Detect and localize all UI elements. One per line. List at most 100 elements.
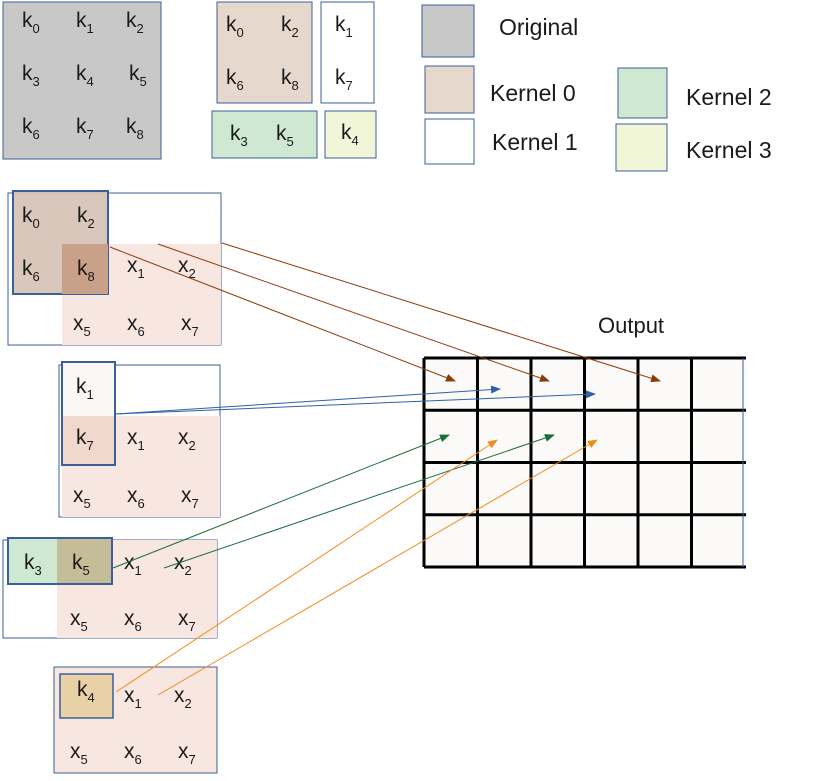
symbol-base: k [341,121,352,144]
output-grid: Output [422,313,746,569]
kernel3-cell: k4 [341,121,359,148]
symbol-base: x [70,607,81,630]
output-title: Output [598,313,664,338]
symbol-subscript: 7 [192,496,199,511]
input-cell: x6 [124,607,142,634]
kernel1-cell: k7 [335,66,353,93]
symbol-base: k [126,115,137,138]
kernel-window-cell: k7 [76,426,94,453]
kernel-window [7,537,113,585]
symbol-base: x [178,607,189,630]
symbol-subscript: 1 [87,387,94,402]
symbol-base: k [72,551,83,574]
symbol-subscript: 1 [135,696,142,711]
symbol-base: x [127,254,138,277]
overlap-cell [62,416,115,465]
symbol-base: k [126,9,137,32]
symbol-subscript: 5 [140,74,147,89]
symbol-base: x [73,312,84,335]
symbol-subscript: 7 [189,752,196,767]
symbol-base: x [127,312,138,335]
symbol-subscript: 7 [189,619,196,634]
kernel2-cell: k3 [230,122,248,149]
symbol-base: x [124,551,135,574]
symbol-base: x [127,426,138,449]
input-cell: x5 [70,740,88,767]
original-kernel-cell: k5 [129,62,147,89]
legend-label-kernel0: Kernel 0 [490,80,576,106]
symbol-base: k [77,204,88,227]
symbol-subscript: 1 [346,25,353,40]
kernel0-cell: k6 [226,66,244,93]
symbol-base: x [174,684,185,707]
symbol-base: k [22,62,33,85]
symbol-base: k [76,115,87,138]
symbol-base: k [22,9,33,32]
symbol-subscript: 2 [189,266,196,281]
symbol-base: k [129,62,140,85]
original-kernel-cell: k7 [76,115,94,142]
symbol-subscript: 5 [81,619,88,634]
symbol-subscript: 5 [84,324,91,339]
symbol-base: k [76,375,87,398]
kernel3-box [324,110,377,159]
legend-swatch-kernel3 [615,123,668,172]
legend-label-original: Original [499,14,578,40]
input-cell: x1 [124,551,142,578]
symbol-subscript: 8 [88,269,95,284]
symbol-subscript: 6 [138,496,145,511]
kernel-window-cell: k4 [77,678,95,705]
symbol-subscript: 7 [346,78,353,93]
kernel0-box [216,1,313,104]
arrow-kernel3 [157,439,598,696]
input-cell: x1 [124,684,142,711]
kernel-window-cell: k3 [24,551,42,578]
kernel-window-cell: k1 [76,375,94,402]
symbol-subscript: 7 [87,127,94,142]
symbol-subscript: 2 [189,438,196,453]
symbol-base: x [124,607,135,630]
symbol-subscript: 2 [185,696,192,711]
input-cell: x7 [181,312,199,339]
arrow-kernel2 [163,434,555,569]
input-cell: x5 [73,312,91,339]
kernel-window-top [62,362,115,416]
symbol-base: k [77,257,88,280]
kernel-window-left [8,538,57,584]
symbol-subscript: 6 [138,324,145,339]
legend-swatch-kernel2 [617,67,668,119]
legend-swatch-original [421,4,475,58]
input-cell: x7 [178,607,196,634]
symbol-base: k [281,13,292,36]
symbol-subscript: 5 [84,496,91,511]
arrow-kernel3 [115,439,498,693]
original-kernel-box [2,1,162,160]
symbol-subscript: 4 [88,690,95,705]
symbol-subscript: 3 [35,563,42,578]
kernel-window [61,361,116,466]
arrow-kernel1 [115,390,596,415]
symbol-subscript: 0 [33,216,40,231]
legend-label-kernel3: Kernel 3 [686,137,772,163]
kernel0-cell: k8 [281,66,299,93]
kernel1-cell: k1 [335,13,353,40]
input-cell: x2 [174,684,192,711]
symbol-base: k [335,66,346,89]
overlap-cell [57,538,112,584]
symbol-base: k [24,551,35,574]
input-cell: x2 [178,254,196,281]
symbol-base: x [124,740,135,763]
symbol-base: x [127,484,138,507]
arrow-kernel0 [109,246,456,382]
original-kernel-cell: k6 [22,115,40,142]
panel-kernel2: k3k5x1x2x5x6x7 [2,537,218,639]
symbol-base: k [281,66,292,89]
symbol-subscript: 6 [237,78,244,93]
symbol-base: k [22,257,33,280]
symbol-base: x [181,484,192,507]
symbol-subscript: 1 [138,266,145,281]
input-cell: x1 [127,426,145,453]
